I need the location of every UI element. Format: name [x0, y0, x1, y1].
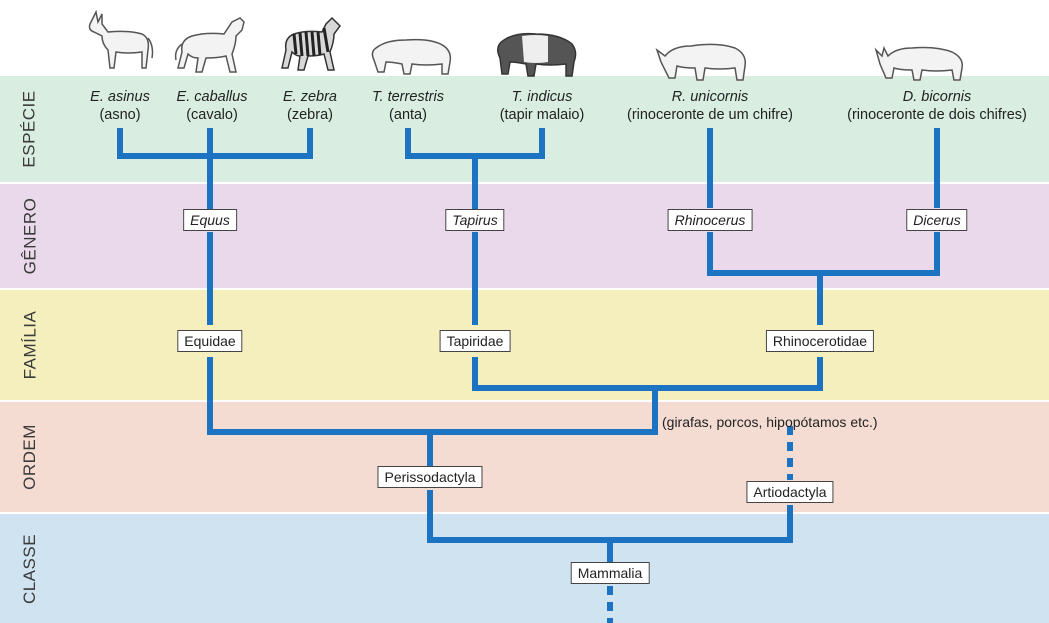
species-d-bicornis: D. bicornis (rinoceronte de dois chifres…: [847, 88, 1027, 124]
species-r-unicornis: R. unicornis (rinoceronte de um chifre): [627, 88, 793, 124]
malayan-tapir-icon: [497, 32, 577, 77]
band-ordem: ORDEM: [0, 402, 1049, 512]
order-box-artiodactyla: Artiodactyla: [746, 481, 834, 503]
genus-box-dicerus: Dicerus: [906, 209, 968, 231]
species-scientific-name: E. caballus: [176, 89, 248, 105]
zebra-icon: [281, 16, 341, 71]
order-note: (girafas, porcos, hipopótamos etc.): [662, 414, 878, 430]
horse-icon: [174, 17, 245, 73]
tapir-icon: [371, 38, 452, 75]
species-common-name: (cavalo): [186, 107, 238, 123]
species-scientific-name: E. asinus: [90, 89, 150, 105]
species-scientific-name: R. unicornis: [671, 89, 749, 105]
family-box-rhinocerotidae: Rhinocerotidae: [765, 330, 875, 352]
species-common-name: (zebra): [287, 107, 333, 123]
species-scientific-name: T. terrestris: [372, 89, 444, 105]
species-t-indicus: T. indicus (tapir malaio): [500, 88, 585, 124]
donkey-icon: [88, 10, 154, 69]
branch-tapiridae-rhino: [472, 357, 823, 391]
species-common-name: (anta): [389, 107, 427, 123]
branch-rhinocerus: [707, 128, 940, 276]
band-especie: ESPÉCIE: [0, 76, 1049, 182]
band-classe: CLASSE: [0, 514, 1049, 623]
class-box-mammalia: Mammalia: [570, 562, 650, 584]
branch-equus: [117, 128, 313, 210]
family-box-tapiridae: Tapiridae: [439, 330, 511, 352]
genus-box-tapirus: Tapirus: [445, 209, 505, 231]
species-e-asinus: E. asinus (asno): [90, 88, 150, 124]
species-common-name: (tapir malaio): [499, 107, 585, 123]
family-box-equidae: Equidae: [177, 330, 243, 352]
species-scientific-name: E. zebra: [283, 89, 337, 105]
branch-tapirus: [405, 128, 545, 210]
band-familia: FAMÍLIA: [0, 290, 1049, 400]
branch-equidae-ordem: [207, 357, 658, 435]
species-common-name: (rinoceronte de um chifre): [626, 107, 794, 123]
species-common-name: (rinoceronte de dois chifres): [847, 107, 1027, 123]
species-e-zebra: E. zebra (zebra): [283, 88, 337, 124]
species-common-name: (asno): [99, 107, 141, 123]
genus-box-rhinocerus: Rhinocerus: [667, 209, 753, 231]
species-scientific-name: T. indicus: [511, 89, 573, 105]
rhino-icon: [655, 43, 747, 81]
species-scientific-name: D. bicornis: [902, 89, 972, 105]
genus-box-equus: Equus: [183, 209, 237, 231]
species-t-terrestris: T. terrestris (anta): [372, 88, 444, 124]
black-rhino-icon: [874, 45, 964, 81]
species-e-caballus: E. caballus (cavalo): [177, 88, 248, 124]
branch-perisso: [427, 432, 793, 543]
order-box-perissodactyla: Perissodactyla: [377, 466, 483, 488]
